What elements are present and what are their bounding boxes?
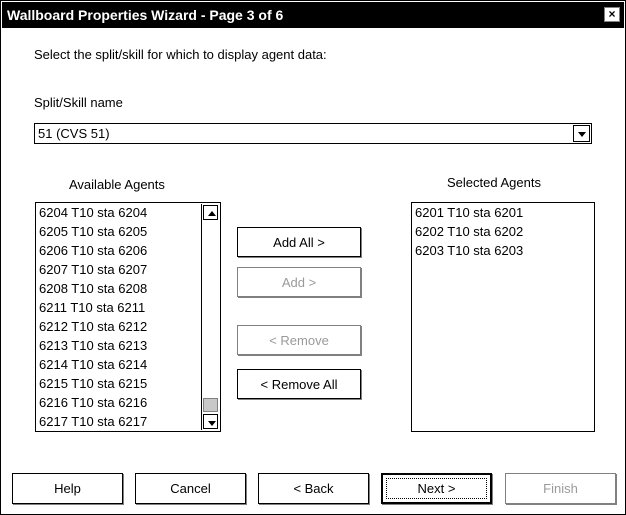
arrow-up-icon bbox=[208, 211, 216, 216]
available-agents-items: 6204 T10 sta 6204 6205 T10 sta 6205 6206 T… bbox=[36, 203, 220, 431]
add-button[interactable]: Add > bbox=[237, 267, 361, 297]
list-item[interactable]: 6215 T10 sta 6215 bbox=[39, 376, 148, 391]
back-button[interactable]: < Back bbox=[258, 473, 369, 504]
split-skill-label: Split/Skill name bbox=[34, 95, 123, 110]
list-item[interactable]: 6201 T10 sta 6201 bbox=[415, 205, 524, 220]
help-button[interactable]: Help bbox=[12, 473, 123, 504]
focus-ring bbox=[386, 478, 487, 499]
available-agents-list[interactable]: 6204 T10 sta 6204 6205 T10 sta 6205 6206 T… bbox=[35, 202, 221, 432]
split-skill-value: 51 (CVS 51) bbox=[38, 126, 110, 141]
cancel-button[interactable]: Cancel bbox=[135, 473, 246, 504]
remove-all-button[interactable]: < Remove All bbox=[237, 369, 361, 399]
list-item[interactable]: 6211 T10 sta 6211 bbox=[39, 300, 146, 315]
list-item[interactable]: 6205 T10 sta 6205 bbox=[39, 224, 148, 239]
selected-agents-label: Selected Agents bbox=[447, 175, 541, 190]
list-item[interactable]: 6208 T10 sta 6208 bbox=[39, 281, 148, 296]
list-item[interactable]: 6207 T10 sta 6207 bbox=[39, 262, 148, 277]
split-skill-dropdown[interactable]: 51 (CVS 51) bbox=[34, 123, 592, 144]
list-item[interactable]: 6202 T10 sta 6202 bbox=[415, 224, 524, 239]
next-button[interactable]: Next > bbox=[381, 473, 492, 504]
list-item[interactable]: 6212 T10 sta 6212 bbox=[39, 319, 148, 334]
list-item[interactable]: 6217 T10 sta 6217 bbox=[39, 414, 148, 429]
remove-button[interactable]: < Remove bbox=[237, 325, 361, 355]
selected-agents-list[interactable]: 6201 T10 sta 6201 6202 T10 sta 6202 6203 T… bbox=[411, 202, 595, 432]
scroll-thumb[interactable] bbox=[203, 398, 218, 412]
title-bar: Wallboard Properties Wizard - Page 3 of … bbox=[2, 2, 624, 28]
add-all-button[interactable]: Add All > bbox=[237, 227, 361, 257]
list-item[interactable]: 6204 T10 sta 6204 bbox=[39, 205, 148, 220]
scroll-up-button[interactable] bbox=[203, 205, 218, 220]
instructions-text: Select the split/skill for which to disp… bbox=[34, 47, 327, 62]
finish-button[interactable]: Finish bbox=[505, 473, 616, 504]
scroll-down-button[interactable] bbox=[203, 414, 218, 429]
window-title: Wallboard Properties Wizard - Page 3 of … bbox=[7, 7, 284, 23]
dropdown-arrow-button[interactable] bbox=[573, 125, 590, 142]
list-item[interactable]: 6203 T10 sta 6203 bbox=[415, 243, 524, 258]
selected-agents-items: 6201 T10 sta 6201 6202 T10 sta 6202 6203 T… bbox=[412, 203, 594, 260]
list-item[interactable]: 6214 T10 sta 6214 bbox=[39, 357, 148, 372]
chevron-down-icon bbox=[578, 132, 586, 137]
close-icon[interactable]: × bbox=[604, 7, 620, 22]
next-button-label: Next > bbox=[417, 481, 456, 496]
list-item[interactable]: 6213 T10 sta 6213 bbox=[39, 338, 148, 353]
arrow-down-icon bbox=[208, 421, 216, 426]
available-list-scrollbar[interactable] bbox=[201, 204, 219, 430]
available-agents-label: Available Agents bbox=[69, 177, 165, 192]
list-item[interactable]: 6216 T10 sta 6216 bbox=[39, 395, 148, 410]
list-item[interactable]: 6206 T10 sta 6206 bbox=[39, 243, 148, 258]
